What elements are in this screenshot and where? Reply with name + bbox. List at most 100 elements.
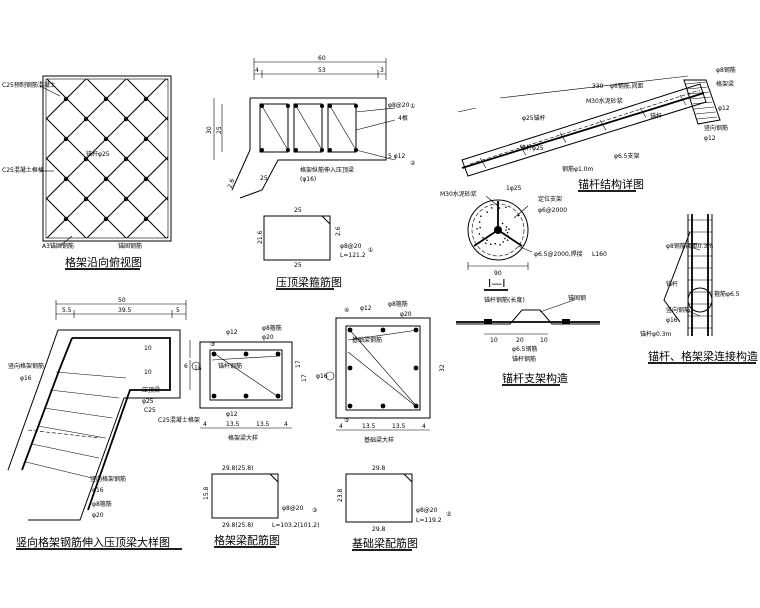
vertical-tie xyxy=(49,389,120,399)
top-beam-dim-bottom: 25 xyxy=(260,175,268,182)
mortar-speckle xyxy=(480,215,482,218)
base-stir-h: 23.8 xyxy=(337,488,344,502)
mortar-speckle xyxy=(476,227,478,230)
rebar-dot xyxy=(211,393,217,399)
lattice-tie xyxy=(685,81,707,85)
top-beam-dim-total: 60 xyxy=(318,55,326,62)
joint-label-l7: 锚杆φ0.3m xyxy=(640,330,672,338)
base-stir-len: L=119.2 xyxy=(416,517,442,524)
anchor-hole xyxy=(461,83,707,177)
lattice-sect-c4: 6 xyxy=(184,363,188,370)
lattice-diagonal xyxy=(287,79,446,238)
rebar-dot xyxy=(413,365,419,371)
anchor-point xyxy=(83,196,89,202)
mortar-speckle xyxy=(505,206,507,209)
bracket-dim1: 10 xyxy=(490,337,498,344)
lattice-sect-c1: φ12 xyxy=(226,329,238,336)
base-beam-rebar-title: 基础梁配筋图 xyxy=(352,536,418,550)
section-1-1-view: M30水泥砂浆 1φ25 定位支架 φ6@2000 φ6.5@2000,焊接 L… xyxy=(440,185,607,291)
anchor-point xyxy=(103,176,109,182)
top-beam-stirrup-h2: 2.6 xyxy=(335,226,342,236)
anchor-point xyxy=(83,116,89,122)
section-dia: 90 xyxy=(494,270,502,277)
joint-callout-circle xyxy=(687,287,713,313)
top-beam-marker-2: ② xyxy=(410,160,416,167)
anchor-point xyxy=(63,96,69,102)
section-label-spacing: φ6@2000 xyxy=(538,207,567,214)
mortar-speckle xyxy=(498,207,501,209)
anchor-spacer xyxy=(679,94,687,106)
vertical-tie xyxy=(37,425,106,439)
top-beam-outline xyxy=(239,97,387,199)
vertical-main-bar-inner xyxy=(21,337,73,471)
mortar-speckle xyxy=(490,207,493,209)
anchor-label-l6: φ6.5支架 xyxy=(614,152,640,160)
anchor-label-r6: φ12 xyxy=(704,135,716,142)
lattice-section-stirrup xyxy=(209,349,283,401)
lattice-tie xyxy=(687,86,708,90)
anchor-point xyxy=(63,176,69,182)
lattice-diagonal xyxy=(287,79,446,238)
rebar-dot xyxy=(354,104,358,108)
top-beam-note-mid: 格架纵筋伸入压顶梁 xyxy=(300,166,354,174)
lattice-sect-d2: 13.5 xyxy=(226,421,240,428)
rebar-dot xyxy=(243,393,249,399)
lattice-elevation-view: C25预制钢筋混凝土 C25混凝土框格 锚杆φ25 A3锚固钢筋 锚固钢筋 格架… xyxy=(2,75,446,270)
anchor-label-r3: 锚杆 xyxy=(650,112,662,120)
bracket-dim2: 20 xyxy=(516,337,524,344)
bracket-profile xyxy=(456,309,600,325)
anchor-point xyxy=(103,136,109,142)
anchor-length: 330 xyxy=(592,83,604,90)
top-beam-dim-h2: 25 xyxy=(216,126,223,134)
top-beam-stirrup-shape xyxy=(263,215,331,261)
vertical-label-a: 竖向格架钢筋 xyxy=(8,362,44,370)
rebar-dot xyxy=(380,403,386,409)
anchor-point xyxy=(63,136,69,142)
top-beam-marker-1: ① xyxy=(410,103,415,110)
section-label-bar: 1φ25 xyxy=(506,185,522,192)
base-stir-spec: φ8@20 xyxy=(416,507,438,514)
joint-label-r1: 箍筋φ6.5 xyxy=(714,290,740,298)
vertical-beam-outline xyxy=(28,329,181,521)
lattice-elevation-title: 格架沿向俯视图 xyxy=(65,255,142,269)
lattice-label-mid-left: C25混凝土框格 xyxy=(2,166,44,174)
vertical-label-e2: φ20 xyxy=(92,512,104,519)
lattice-sect-h2: 17 xyxy=(301,374,308,382)
top-beam-note-mid2: (φ16) xyxy=(300,176,316,183)
mortar-speckle xyxy=(479,226,481,229)
lattice-frame xyxy=(42,75,172,242)
lattice-stir-h: 15.8 xyxy=(203,486,210,500)
anchor-label-r1: φ8钢筋 xyxy=(716,66,736,74)
vertical-dim-f: 15 xyxy=(194,365,202,372)
anchor-label-l1: φ6钢筋,间距 xyxy=(610,82,644,90)
lattice-sect-d3: 13.5 xyxy=(256,421,270,428)
mortar-speckle xyxy=(506,239,509,241)
top-beam-dim-inner: 53 xyxy=(318,67,326,74)
vertical-dim-c: 5 xyxy=(176,307,180,314)
joint-label-l2: 锚杆 xyxy=(666,280,678,288)
anchor-label-l3: φ25锚杆 xyxy=(522,114,546,122)
base-stirrup-shape xyxy=(345,473,413,523)
vertical-tie xyxy=(55,371,127,379)
vertical-extend-view: 50 5.5 39.5 5 10 10 15 竖向格架钢筋 φ16 压顶梁 φ2… xyxy=(7,297,202,550)
lattice-sect-bot: 格架梁大样 xyxy=(228,434,258,442)
vertical-label-d2: φ16 xyxy=(92,487,104,494)
anchor-label-l2: M30水泥砂浆 xyxy=(586,97,623,105)
top-beam-dim-r: 3 xyxy=(380,67,384,74)
rebar-dot xyxy=(347,365,353,371)
top-beam-label-r2: 4根 xyxy=(398,114,408,122)
base-beam-section-view: φ12 φ8箍筋 φ20 基础梁钢筋 φ16 ④ ⑤ 4 13.5 13.5 4… xyxy=(316,300,451,551)
anchor-point xyxy=(103,96,109,102)
anchor-point xyxy=(143,96,149,102)
vertical-label-e: φ8箍筋 xyxy=(92,500,112,508)
base-sect-c4: φ16 xyxy=(316,373,328,380)
lattice-tie xyxy=(693,106,715,110)
lattice-section-outline xyxy=(199,341,293,409)
rebar-dot xyxy=(286,148,290,152)
lattice-stir-len: L=103.2(101.2) xyxy=(272,522,319,529)
bracket-label-right: 锚固钢 xyxy=(568,294,586,302)
mortar-speckle xyxy=(499,244,501,246)
anchor-point xyxy=(143,216,149,222)
rebar-dot xyxy=(243,351,249,357)
